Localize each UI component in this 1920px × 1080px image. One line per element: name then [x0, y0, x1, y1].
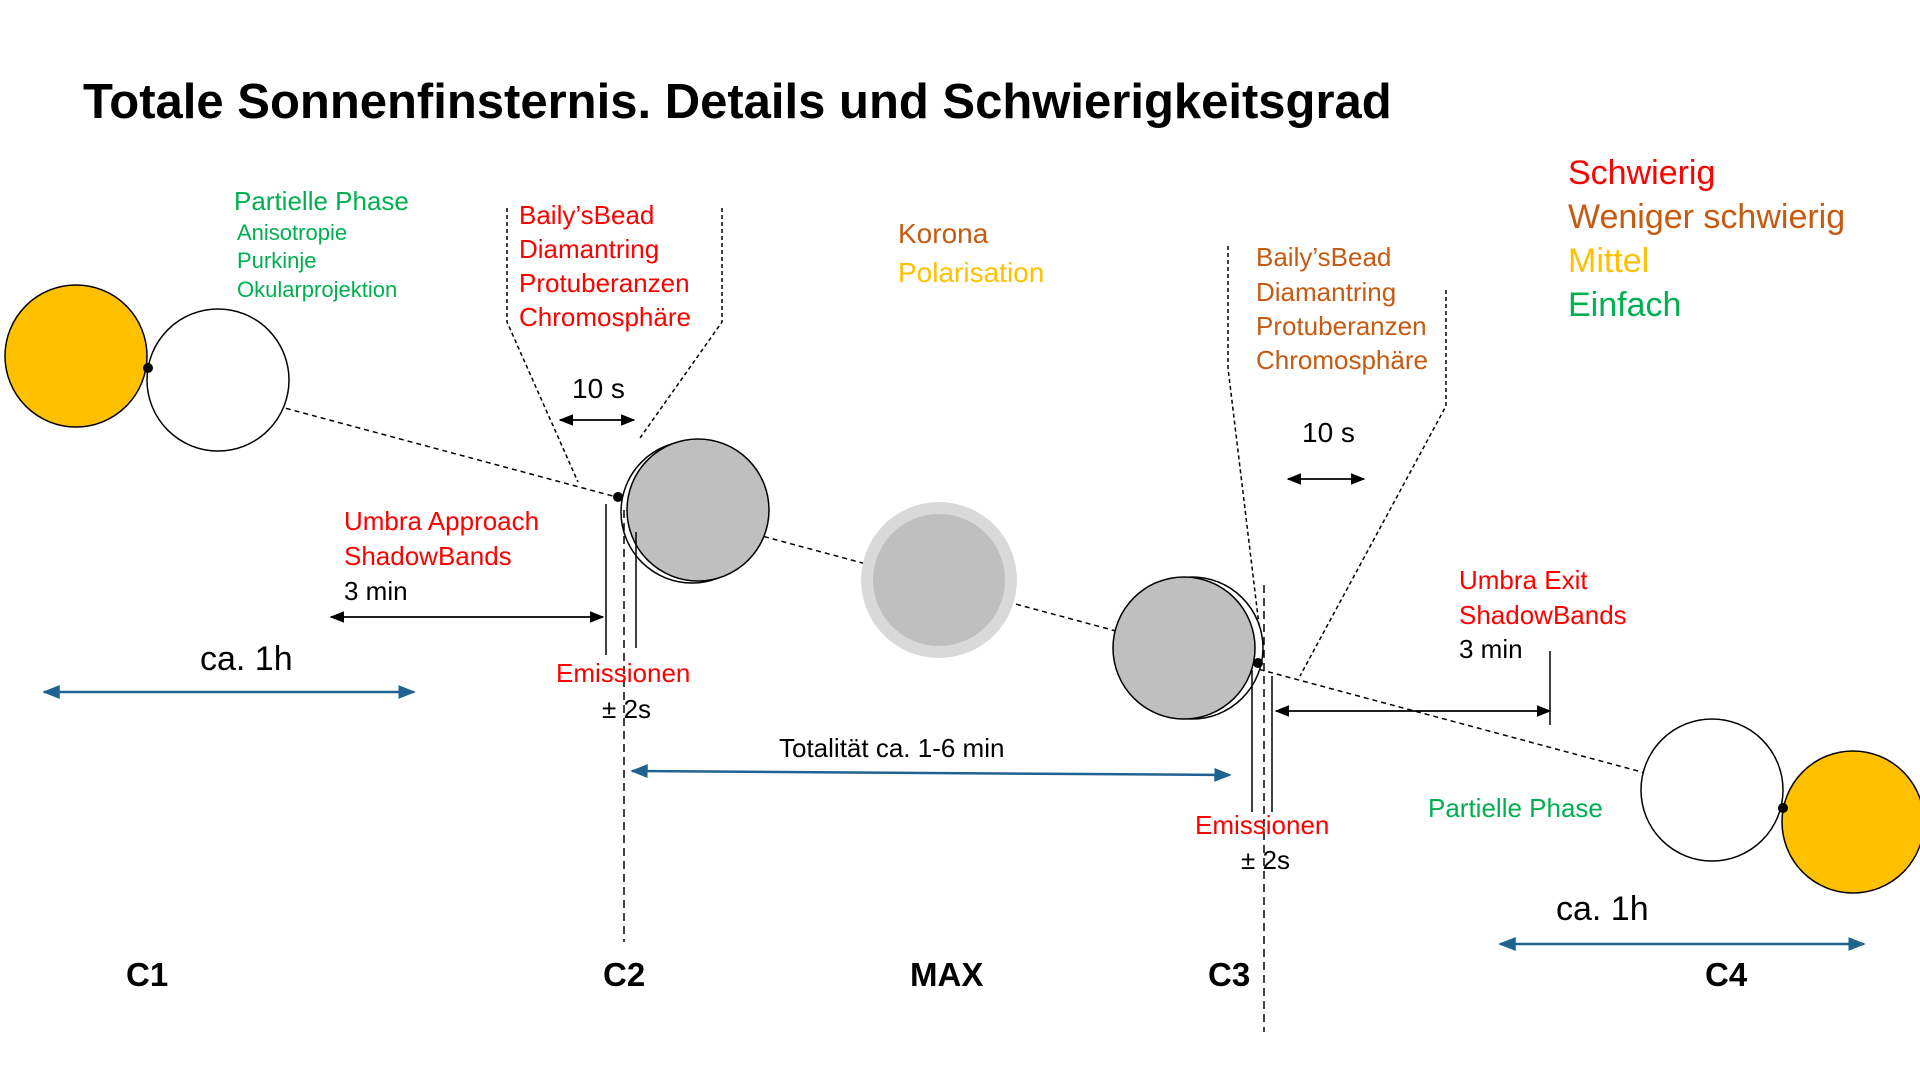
- max-moon: [873, 514, 1005, 646]
- max-korona: Korona: [898, 218, 989, 249]
- c2-umbra-time: 3 min: [344, 576, 408, 606]
- c4-contact-point: [1778, 803, 1788, 813]
- legend-hard: Schwierig: [1568, 154, 1715, 192]
- c3-umbra-title: Umbra Exit: [1459, 565, 1588, 595]
- contact-label-c1: C1: [126, 956, 168, 993]
- legend-less-hard: Weniger schwierig: [1568, 198, 1845, 236]
- contact-label-c4: C4: [1705, 956, 1748, 993]
- c1-sun: [4, 284, 148, 428]
- contact-label-c2: C2: [603, 956, 645, 993]
- c4-duration: ca. 1h: [1556, 890, 1649, 928]
- max-polarisation: Polarisation: [898, 257, 1044, 288]
- contact-label-max: MAX: [910, 956, 983, 993]
- c1-duration: ca. 1h: [200, 640, 293, 678]
- c1-phase-title: Partielle Phase: [234, 186, 409, 216]
- c2-umbra-title: Umbra Approach: [344, 506, 539, 536]
- c2-detail-baily: Baily’sBead: [519, 200, 654, 230]
- c2-emissions-time: ± 2s: [602, 694, 651, 724]
- c3-umbra-time: 3 min: [1459, 634, 1523, 664]
- c2-moon: [626, 438, 770, 582]
- totality-label: Totalität ca. 1-6 min: [779, 733, 1004, 763]
- c1-sun-moon: [4, 284, 290, 452]
- c2-detail-time: 10 s: [572, 373, 625, 404]
- legend-easy: Einfach: [1568, 286, 1681, 324]
- totality-arrow: [630, 764, 1232, 782]
- c2-sun-moon: [613, 438, 770, 584]
- c1-item-okularprojektion: Okularprojektion: [237, 277, 397, 302]
- c2-detail-protuberanzen: Protuberanzen: [519, 268, 690, 298]
- c3-sun-moon: [1112, 576, 1264, 720]
- c3-detail-baily: Baily’sBead: [1256, 242, 1391, 272]
- c3-detail-diamantring: Diamantring: [1256, 277, 1396, 307]
- c3-detail-bracket: [1227, 246, 1447, 677]
- c4-moon: [1640, 718, 1784, 862]
- difficulty-legend: Schwierig Weniger schwierig Mittel Einfa…: [1568, 154, 1845, 324]
- contact-label-c3: C3: [1208, 956, 1250, 993]
- legend-medium: Mittel: [1568, 242, 1649, 280]
- c4-sun-moon: [1640, 718, 1920, 894]
- c3-contact-point: [1253, 658, 1263, 668]
- c2-detail-chromosphaere: Chromosphäre: [519, 302, 691, 332]
- c2-shadowbands: ShadowBands: [344, 541, 512, 571]
- c1-item-anisotropie: Anisotropie: [237, 220, 347, 245]
- c3-detail-time: 10 s: [1302, 417, 1355, 448]
- c3-moon: [1112, 576, 1256, 720]
- c1-item-purkinje: Purkinje: [237, 248, 316, 273]
- c1-contact-point: [143, 363, 153, 373]
- c3-detail-chromosphaere: Chromosphäre: [1256, 345, 1428, 375]
- page-title: Totale Sonnenfinsternis. Details und Sch…: [83, 75, 1392, 129]
- c3-shadowbands: ShadowBands: [1459, 600, 1627, 630]
- c1-moon: [146, 308, 290, 452]
- c2-emissions: Emissionen: [556, 658, 690, 688]
- c4-sun: [1781, 750, 1920, 894]
- c4-phase-title: Partielle Phase: [1428, 793, 1603, 823]
- c2-detail-bracket: [506, 208, 723, 483]
- max-corona-moon: [861, 502, 1017, 658]
- c2-detail-diamantring: Diamantring: [519, 234, 659, 264]
- c3-emissions: Emissionen: [1195, 810, 1329, 840]
- c2-contact-point: [613, 492, 623, 502]
- c3-emissions-time: ± 2s: [1241, 845, 1290, 875]
- c3-detail-protuberanzen: Protuberanzen: [1256, 311, 1427, 341]
